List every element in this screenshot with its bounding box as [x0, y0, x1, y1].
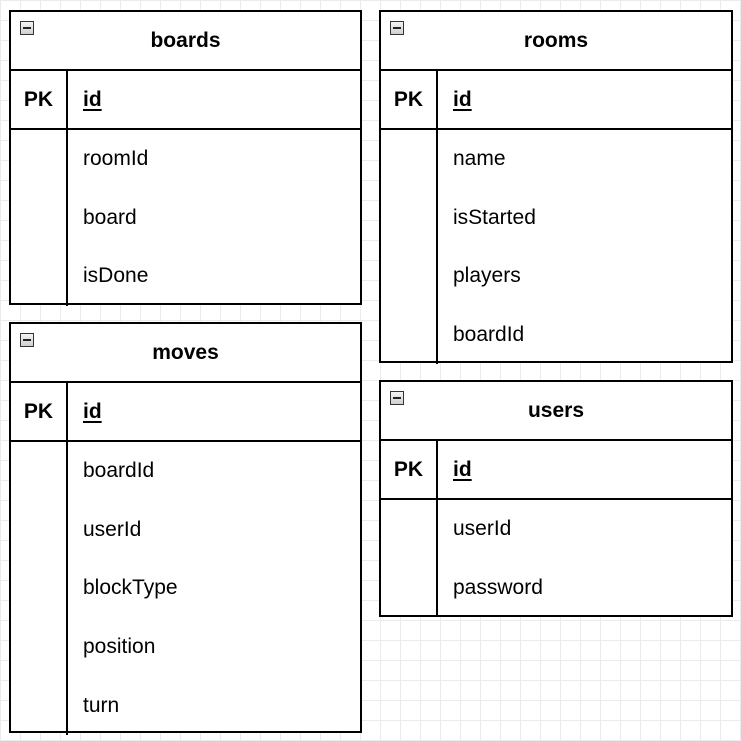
attribute-section: boardId userId blockType position turn: [11, 442, 360, 735]
pk-label: PK: [11, 383, 68, 440]
attribute-row[interactable]: boardId: [83, 459, 155, 483]
attribute-row[interactable]: blockType: [83, 576, 178, 600]
pk-field: id: [83, 399, 102, 423]
pk-label: PK: [11, 71, 68, 128]
attribute-row[interactable]: userId: [83, 517, 142, 541]
entity-moves[interactable]: moves PK id boardId userId blockType pos…: [9, 322, 362, 735]
primary-key-row[interactable]: PK id: [11, 71, 360, 130]
pk-field: id: [453, 457, 472, 481]
entity-boards[interactable]: boards PK id roomId board isDone: [9, 10, 362, 306]
entity-title: boards: [150, 28, 221, 52]
entity-title: rooms: [523, 28, 589, 52]
pk-field: id: [453, 87, 472, 111]
attribute-section: userId password: [381, 500, 731, 618]
collapse-icon[interactable]: [390, 391, 404, 405]
attribute-row[interactable]: board: [83, 205, 137, 229]
attribute-row[interactable]: isDone: [83, 264, 149, 288]
entity-header[interactable]: moves: [11, 324, 360, 383]
entity-users[interactable]: users PK id userId password: [379, 380, 733, 618]
pk-label: PK: [381, 71, 438, 128]
entity-header[interactable]: users: [381, 382, 731, 441]
primary-key-row[interactable]: PK id: [381, 441, 731, 500]
attribute-row[interactable]: password: [453, 575, 543, 599]
entity-header[interactable]: rooms: [381, 12, 731, 71]
attribute-row[interactable]: name: [453, 147, 506, 171]
key-column: [381, 500, 438, 618]
attribute-list: name isStarted players boardId: [438, 130, 731, 364]
attribute-row[interactable]: players: [453, 264, 521, 288]
collapse-icon[interactable]: [390, 21, 404, 35]
key-column: [11, 442, 68, 735]
attribute-row[interactable]: turn: [83, 693, 120, 717]
attribute-section: roomId board isDone: [11, 130, 360, 306]
pk-field: id: [83, 87, 102, 111]
attribute-list: boardId userId blockType position turn: [68, 442, 360, 735]
entity-header[interactable]: boards: [11, 12, 360, 71]
attribute-list: roomId board isDone: [68, 130, 360, 306]
attribute-row[interactable]: position: [83, 635, 156, 659]
attribute-section: name isStarted players boardId: [381, 130, 731, 365]
pk-label: PK: [381, 441, 438, 498]
attribute-row[interactable]: userId: [453, 517, 512, 541]
primary-key-row[interactable]: PK id: [381, 71, 731, 130]
key-column: [11, 130, 68, 306]
key-column: [381, 130, 438, 365]
primary-key-row[interactable]: PK id: [11, 383, 360, 442]
attribute-row[interactable]: boardId: [453, 323, 525, 347]
collapse-icon[interactable]: [20, 21, 34, 35]
entity-title: moves: [152, 340, 219, 364]
attribute-list: userId password: [438, 500, 731, 617]
attribute-row[interactable]: roomId: [83, 147, 149, 171]
attribute-row[interactable]: isStarted: [453, 205, 536, 229]
entity-rooms[interactable]: rooms PK id name isStarted players board…: [379, 10, 733, 365]
entity-title: users: [527, 398, 585, 422]
collapse-icon[interactable]: [20, 333, 34, 347]
